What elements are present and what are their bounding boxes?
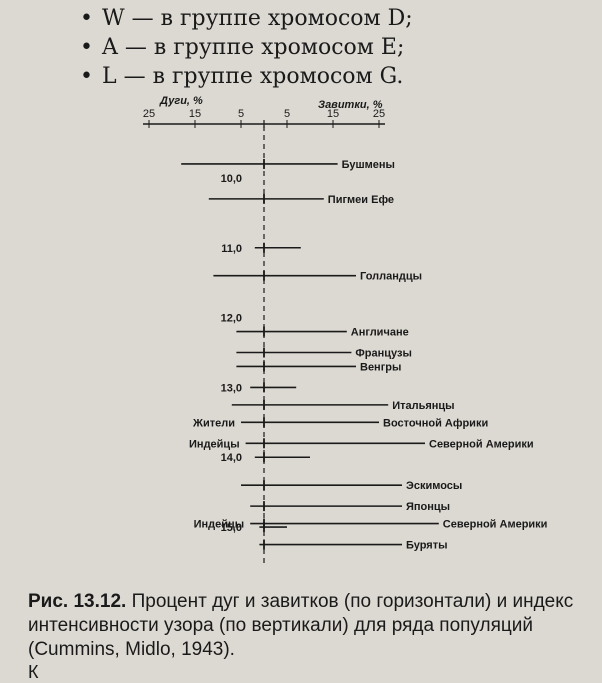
left-tick-label: 25 xyxy=(143,108,155,120)
population-label: Буряты xyxy=(406,540,448,552)
population-label-left: Жители xyxy=(192,417,235,429)
population-label: Бушмены xyxy=(342,159,395,171)
population-label-left: Индейцы xyxy=(194,519,245,531)
left-tick-label: 5 xyxy=(238,108,244,120)
bullet-item-2: •L — в группе хромосом G. xyxy=(80,64,404,89)
y-tick-label: 15,0 xyxy=(221,522,242,534)
top-axis: 25 15 5 5 15 25 xyxy=(143,108,385,128)
population-label: Восточной Африки xyxy=(383,417,488,429)
y-tick-label: 11,0 xyxy=(221,243,242,255)
population-label: Французы xyxy=(355,348,411,360)
population-label: Венгры xyxy=(360,361,401,373)
y-tick-label: 12,0 xyxy=(221,313,242,325)
population-label: Эскимосы xyxy=(406,480,462,492)
population-label: Северной Америки xyxy=(429,438,534,450)
right-axis-label: Завитки, % xyxy=(318,99,383,111)
left-axis-label: Дуги, % xyxy=(159,95,203,107)
right-tick-label: 5 xyxy=(284,108,290,120)
population-label: Северной Америки xyxy=(443,519,548,531)
population-label: Японцы xyxy=(406,501,450,513)
right-tick-label: 25 xyxy=(373,108,385,120)
cut-off-text: К xyxy=(28,662,39,682)
population-label: Пигмеи Ефе xyxy=(328,194,394,206)
population-label-left: Индейцы xyxy=(189,438,240,450)
center-spine: 10,0 11,0 12,0 13,0 14,0 15,0 xyxy=(221,126,265,563)
figure-label: Рис. 13.12. xyxy=(28,591,127,612)
y-tick-label: 13,0 xyxy=(221,382,242,394)
right-tick-label: 15 xyxy=(327,108,339,120)
figure-caption: Рис. 13.12. Процент дуг и завитков (по г… xyxy=(28,590,588,662)
bullet-item-0: •W — в группе хромосом D; xyxy=(80,6,413,31)
dot-range-chart: Дуги, % Завитки, % 25 15 5 5 15 25 10,0 11,0 12… xyxy=(143,95,548,563)
bullet-list: •W — в группе хромосом D; •A — в группе … xyxy=(80,4,413,91)
left-tick-label: 15 xyxy=(189,108,201,120)
y-tick-label: 10,0 xyxy=(221,173,242,185)
population-label: Итальянцы xyxy=(392,400,454,412)
population-label: Голландцы xyxy=(360,271,422,283)
population-label: Англичане xyxy=(351,327,409,339)
caption-text: Процент дуг и завитков (по горизонтали) … xyxy=(28,591,574,660)
y-tick-label: 14,0 xyxy=(221,452,242,464)
bullet-item-1: •A — в группе хромосом E; xyxy=(80,35,405,60)
